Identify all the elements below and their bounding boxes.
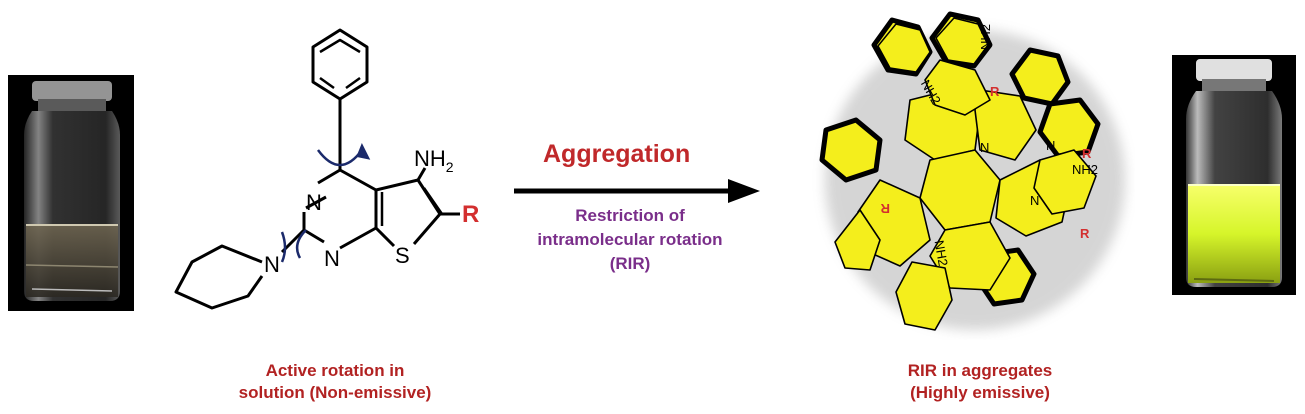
molecule-bonds xyxy=(174,28,460,310)
reaction-arrow xyxy=(514,179,760,203)
vial-photo-non-emissive xyxy=(8,75,134,311)
piperidine-n: N xyxy=(264,252,280,277)
agg-n-b: N xyxy=(1030,193,1039,208)
agg-nh2-a: NH2 xyxy=(978,24,993,50)
agg-n-c: N xyxy=(1046,138,1055,153)
rir-line-2: intramolecular rotation xyxy=(537,230,723,249)
pyrimidine-n1: N xyxy=(306,190,322,215)
left-caption-line-2: solution (Non-emissive) xyxy=(238,383,432,402)
left-caption: Active rotation in solution (Non-emissiv… xyxy=(200,360,470,404)
agg-nh2-c: NH2 xyxy=(1072,162,1098,177)
left-caption-line-1: Active rotation in xyxy=(265,361,405,380)
pyrimidine-n2: N xyxy=(324,246,340,271)
aggregate-rings xyxy=(819,11,1101,331)
right-caption-line-1: RIR in aggregates xyxy=(907,361,1053,380)
rir-description: Restriction of intramolecular rotation (… xyxy=(515,204,745,276)
vial-photo-emissive xyxy=(1172,55,1296,295)
rir-line-3: (RIR) xyxy=(609,254,651,273)
right-caption-line-2: (Highly emissive) xyxy=(910,383,1050,402)
aggregate-r-labels: R R R R xyxy=(880,84,1092,241)
agg-r-c: R xyxy=(880,201,890,216)
right-caption: RIR in aggregates (Highly emissive) xyxy=(860,360,1100,404)
vial-left-graphic xyxy=(24,81,120,301)
thienopyrimidine-structure: N N N S NH2 R xyxy=(174,28,479,310)
amine-label: NH2 xyxy=(414,146,454,175)
aggregate-cluster: NH2 NH2 NH2 NH2 N N N R R R R xyxy=(819,11,1125,331)
aggregation-label: Aggregation xyxy=(543,140,691,168)
aggregate-annotations: NH2 NH2 NH2 NH2 N N N xyxy=(918,24,1098,267)
agg-r-d: R xyxy=(1080,226,1090,241)
agg-n-a: N xyxy=(980,140,989,155)
agg-r-a: R xyxy=(990,84,1000,99)
thiophene-s: S xyxy=(395,243,410,268)
rotation-arrows xyxy=(316,142,371,167)
agg-r-b: R xyxy=(1082,146,1092,161)
substituent-r: R xyxy=(462,201,479,228)
vial-right-graphic xyxy=(1186,59,1282,287)
agg-nh2-d: NH2 xyxy=(932,239,951,267)
rir-line-1: Restriction of xyxy=(575,206,685,225)
